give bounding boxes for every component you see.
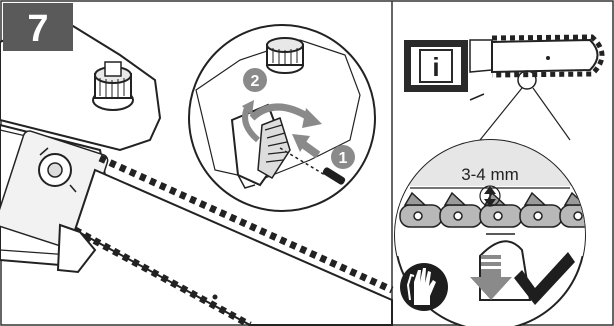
info-icon: i <box>404 40 468 92</box>
detail-zoom: 1 2 <box>189 25 375 211</box>
callout-step-1: 1 <box>331 145 355 169</box>
callout-step-2: 2 <box>243 68 267 92</box>
step-badge: 7 <box>3 3 73 51</box>
step-number: 7 <box>27 8 48 50</box>
gloves-icon <box>400 263 448 311</box>
info-icon-letter: i <box>432 52 439 82</box>
callout-1-label: 1 <box>339 150 348 167</box>
callout-2-label: 2 <box>251 73 260 90</box>
tensioning-screw-icon <box>267 38 303 73</box>
measurement-label: 3-4 mm <box>461 165 519 184</box>
